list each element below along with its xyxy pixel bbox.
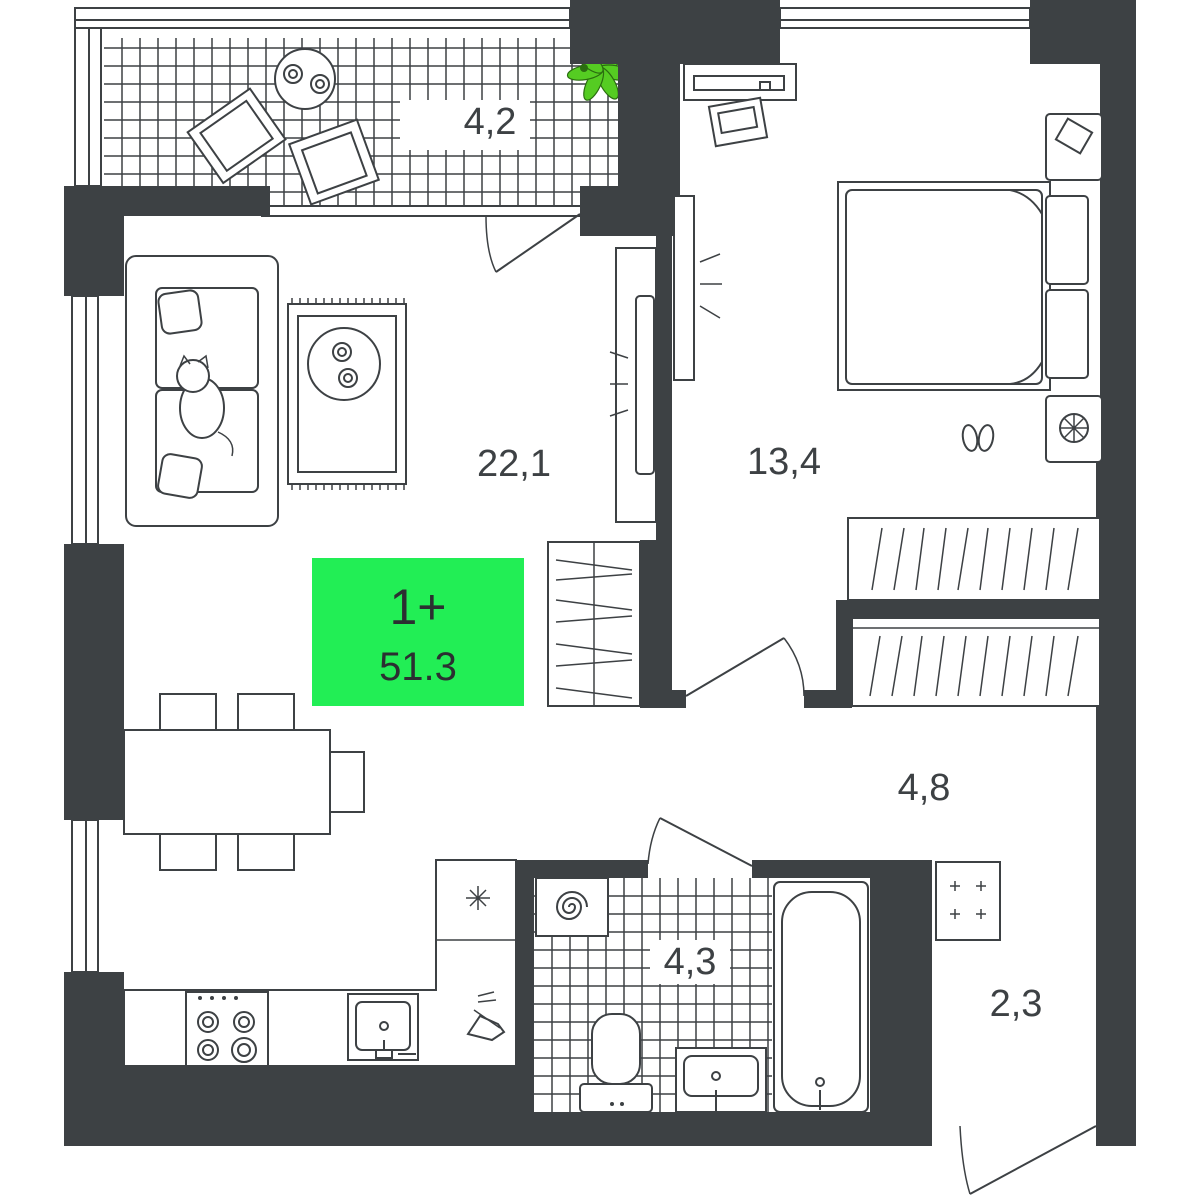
rug-icon	[287, 298, 407, 490]
storage-door	[959, 1125, 1097, 1195]
desk-icon	[683, 63, 797, 148]
dining-table-icon	[123, 693, 365, 871]
left-windows	[71, 295, 99, 973]
apartment-badge: 1+ 51.3	[312, 558, 524, 706]
hallway-area-label: 4,8	[898, 767, 951, 809]
sink-icon	[347, 993, 419, 1061]
bathtub-icon	[773, 881, 869, 1113]
fridge-icon	[466, 886, 490, 910]
stove-icon	[185, 991, 269, 1067]
armchair-icon	[287, 118, 381, 206]
washbasin-icon	[675, 1047, 767, 1113]
bathroom-area-label: 4,3	[664, 941, 717, 983]
walls	[64, 0, 1136, 1146]
nightstand-icon	[1045, 395, 1103, 463]
wardrobe-icon	[851, 617, 1101, 707]
bathroom-door	[647, 817, 753, 867]
cleaning-icon	[466, 991, 506, 1042]
nightstand-icon	[1045, 113, 1103, 181]
living-area-label: 22,1	[477, 443, 551, 485]
armchair-icon	[186, 87, 287, 185]
storage-area-label: 2,3	[990, 983, 1043, 1025]
toilet-icon	[579, 1013, 653, 1113]
wardrobe-icon	[847, 517, 1101, 601]
apartment-total-area: 51.3	[379, 645, 457, 689]
apartment-type: 1+	[389, 579, 446, 635]
slippers-icon	[961, 424, 995, 452]
coffee-table-icon	[274, 48, 336, 110]
living-wardrobe-icon	[547, 541, 641, 707]
electric-panel-icon	[935, 861, 1001, 941]
balcony-area-label: 4,2	[464, 101, 517, 143]
bed-icon	[837, 181, 1089, 391]
balcony-door-frame	[261, 205, 583, 217]
kitchen-counter	[123, 859, 517, 1067]
bedroom-door	[685, 637, 805, 697]
bedroom-wardrobe-icon	[673, 195, 722, 381]
balcony-door	[485, 213, 581, 273]
bedroom-area-label: 13,4	[747, 441, 821, 483]
bedroom-window	[779, 7, 1031, 29]
tv-unit-icon	[609, 247, 657, 523]
doors	[485, 213, 1097, 1195]
balcony	[74, 7, 634, 217]
washing-machine-icon	[535, 877, 609, 937]
cat-icon	[176, 354, 234, 457]
